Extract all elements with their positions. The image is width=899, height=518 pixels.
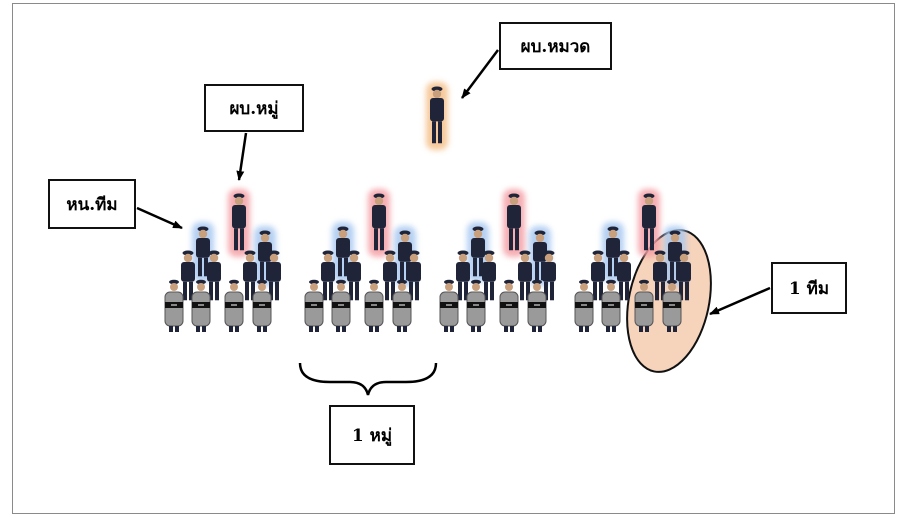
squad-4-shield-bearer-1-figure: [574, 279, 594, 332]
squad-4-shield-bearer-4-figure: [662, 279, 682, 332]
arrow-team-leader: [136, 206, 183, 230]
squad-2-shield-bearer-4-figure: [392, 279, 412, 332]
arrow-platoon-leader: [461, 49, 499, 99]
squad-3-officer-2-figure: [482, 250, 496, 301]
label-one-squad: 1 หมู่: [329, 405, 415, 465]
squad-2-shield-bearer-3-figure: [364, 279, 384, 332]
squad-3-team-leader-a-figure: [471, 226, 485, 277]
squad-2-leader-figure: [372, 193, 386, 251]
squad-3-officer-4-figure: [542, 250, 556, 301]
squad-4-shield-bearer-3-figure: [634, 279, 654, 332]
squad-4-officer-1-figure: [591, 250, 605, 301]
squad-3-shield-bearer-2-figure: [466, 279, 486, 332]
label-one-team: 1 ทีม: [771, 262, 847, 314]
squad-2-shield-bearer-1-figure: [304, 279, 324, 332]
squad-3-officer-3-figure: [518, 250, 532, 301]
squad-1-officer-4-figure: [267, 250, 281, 301]
squad-2-team-leader-a-figure: [336, 226, 350, 277]
label-squad-leader: ผบ.หมู่: [204, 84, 304, 132]
squad-brace: [298, 362, 438, 396]
squad-1-shield-bearer-3-figure: [224, 279, 244, 332]
platoon-leader-figure: [430, 86, 444, 144]
squad-1-team-leader-a-figure: [196, 226, 210, 277]
squad-1-officer-3-figure: [243, 250, 257, 301]
squad-2-officer-3-figure: [383, 250, 397, 301]
label-team-leader: หน.ทีม: [48, 179, 136, 229]
squad-1-leader-figure: [232, 193, 246, 251]
squad-4-officer-4-figure: [677, 250, 691, 301]
squad-1-officer-1-figure: [181, 250, 195, 301]
squad-3-leader-figure: [507, 193, 521, 251]
squad-2-officer-2-figure: [347, 250, 361, 301]
figures-layer: [164, 82, 691, 332]
squad-4-team-leader-a-figure: [606, 226, 620, 277]
squad-4-leader-figure: [642, 193, 656, 251]
squad-1-shield-bearer-4-figure: [252, 279, 272, 332]
arrow-one-team: [709, 286, 771, 316]
squad-1-shield-bearer-1-figure: [164, 279, 184, 332]
label-platoon-leader: ผบ.หมวด: [499, 22, 612, 70]
squad-3-shield-bearer-3-figure: [499, 279, 519, 332]
squad-1-shield-bearer-2-figure: [191, 279, 211, 332]
squad-2-officer-4-figure: [407, 250, 421, 301]
squad-4-officer-2-figure: [617, 250, 631, 301]
squad-4-shield-bearer-2-figure: [601, 279, 621, 332]
diagram-frame: [12, 3, 895, 514]
arrow-squad-leader: [236, 132, 248, 181]
squad-1-officer-2-figure: [207, 250, 221, 301]
squad-3-shield-bearer-4-figure: [527, 279, 547, 332]
squad-2-shield-bearer-2-figure: [331, 279, 351, 332]
squad-3-officer-1-figure: [456, 250, 470, 301]
squad-3-shield-bearer-1-figure: [439, 279, 459, 332]
squad-4-officer-3-figure: [653, 250, 667, 301]
squad-2-officer-1-figure: [321, 250, 335, 301]
